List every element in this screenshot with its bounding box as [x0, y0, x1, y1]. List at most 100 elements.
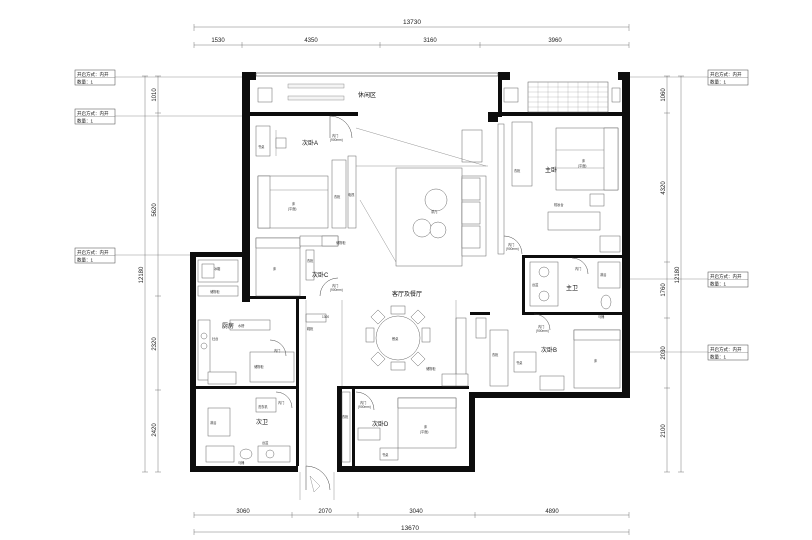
callout-left-2: 开启方式：内开 数量：1	[74, 108, 248, 125]
toilet-master: 马桶	[598, 314, 604, 319]
top-dim-2: 4350	[304, 38, 318, 44]
top-dimension-chain: 13730 1530 4350 3160 3960	[193, 19, 630, 48]
top-dim-4: 3960	[548, 38, 562, 44]
room-label-master-bath: 主卫	[566, 284, 578, 292]
left-total-dim: 12180	[139, 266, 145, 283]
room-label-bedroom-b: 次卧B	[541, 346, 557, 354]
svg-text:内门: 内门	[575, 266, 581, 271]
shoe-cabinet: 鞋柜	[307, 326, 314, 331]
kitchen: 冰箱 储物柜 灶台 水槽 储物柜 厨房 内门	[197, 259, 295, 385]
coffee-table: 茶几	[431, 209, 438, 214]
top-total-dim: 13730	[403, 19, 421, 26]
living-dining: 电视 茶几 餐桌 客厅及餐厅 鞋柜 1300 储物柜	[305, 129, 488, 387]
balcony-area: 休闲区	[257, 81, 621, 113]
callout-right-3: 开启方式：内开 数量：1	[628, 344, 749, 361]
right-dimension-chain: 1060 4320 1760 2030 2100 12180	[661, 75, 684, 473]
room-label-kitchen: 厨房	[222, 322, 234, 330]
room-label-balcony: 休闲区	[358, 91, 376, 99]
top-dim-3: 3160	[423, 38, 437, 44]
bed-c: 床	[273, 266, 277, 271]
callout-right-2: 开启方式：内开 数量：1	[628, 271, 749, 288]
right-total-dim: 12180	[675, 266, 681, 283]
basin-master: 台盆	[532, 282, 539, 287]
room-label-second-bath: 次卫	[256, 418, 268, 426]
bedroom-b: 床 书桌 衣柜 次卧B 内门 (900mm)	[475, 313, 621, 391]
toilet-second: 马桶	[238, 460, 244, 465]
svg-text:储物柜: 储物柜	[426, 366, 436, 371]
bedroom-a: 床 (平面) 书桌 衣柜 内门 (900mm) 次卧A	[255, 115, 353, 229]
entrance	[299, 465, 335, 500]
door-c: 内门	[332, 283, 338, 288]
svg-text:(平面): (平面)	[288, 207, 297, 211]
bottom-dim-1: 3060	[236, 509, 250, 515]
bed-d: 床	[424, 424, 428, 429]
walls	[190, 72, 630, 472]
bottom-dimension-chain: 3060 2070 3040 4890 13670	[193, 509, 630, 535]
svg-text:开启方式：内开: 开启方式：内开	[710, 71, 742, 78]
right-dim-1: 1060	[661, 88, 667, 102]
left-dim-2: 5620	[152, 203, 158, 217]
stove: 灶台	[212, 336, 218, 341]
right-dim-5: 2100	[661, 424, 667, 438]
left-dim-1: 1010	[152, 88, 158, 102]
right-dim-3: 1760	[661, 283, 667, 297]
svg-text:开启方式：内开: 开启方式：内开	[710, 346, 742, 353]
sink: 水槽	[238, 323, 245, 328]
right-dim-4: 2030	[661, 346, 667, 360]
callout-right-1: 开启方式：内开 数量：1	[628, 69, 749, 86]
bottom-dim-3: 3040	[409, 509, 423, 515]
bed-a: 床	[292, 201, 296, 206]
left-dim-4: 2420	[152, 423, 158, 437]
svg-text:开启方式：内开: 开启方式：内开	[77, 71, 109, 78]
dim-1300: 1300	[322, 315, 329, 319]
svg-text:储物柜: 储物柜	[254, 364, 264, 369]
svg-text:数量：1: 数量：1	[77, 257, 93, 264]
shower-master: 淋浴	[600, 272, 607, 277]
bottom-dim-2: 2070	[318, 509, 332, 515]
door-second-bath: 内门	[278, 400, 284, 405]
left-dimension-chain: 1010 5620 2320 2420 12180	[139, 75, 161, 473]
corridor-lines	[305, 127, 487, 466]
svg-text:(平面): (平面)	[420, 430, 429, 434]
dining-table: 餐桌	[392, 336, 399, 341]
svg-text:开启方式：内开: 开启方式：内开	[77, 249, 109, 256]
wardrobe-master: 衣柜	[514, 168, 521, 173]
desk-b: 书桌	[516, 360, 523, 365]
svg-text:开启方式：内开: 开启方式：内开	[77, 110, 109, 117]
room-label-bedroom-a: 次卧A	[302, 139, 318, 147]
room-label-bedroom-c: 次卧C	[312, 271, 329, 279]
door-b: 内门	[538, 324, 544, 329]
wardrobe-a: 衣柜	[334, 194, 341, 199]
basin-second: 台盆	[262, 440, 269, 445]
svg-text:数量：1: 数量：1	[77, 79, 93, 86]
bottom-total-dim: 13670	[401, 525, 419, 532]
door-master: 内门	[508, 242, 514, 247]
right-dim-2: 4320	[661, 181, 667, 195]
bed-master: 床	[582, 158, 586, 163]
master-bath: 台盆 淋浴 马桶 主卫 内门	[529, 257, 621, 319]
svg-text:开启方式：内开: 开启方式：内开	[710, 273, 742, 280]
svg-text:储物柜: 储物柜	[210, 289, 220, 294]
top-dim-1: 1530	[211, 38, 225, 44]
callout-left-1: 开启方式：内开 数量：1	[74, 69, 248, 86]
door-d: 内门	[360, 400, 366, 405]
svg-text:数量：1: 数量：1	[710, 281, 726, 288]
bed-b: 床	[594, 358, 598, 363]
svg-text:数量：1: 数量：1	[77, 118, 93, 125]
second-bath: 淋浴 台盆 马桶 洗衣机 次卫 内门	[205, 391, 293, 465]
door-a: 内门	[332, 133, 338, 138]
svg-text:数量：1: 数量：1	[710, 79, 726, 86]
fridge: 冰箱	[214, 266, 221, 271]
svg-text:(平面): (平面)	[578, 164, 587, 168]
desk-d: 书桌	[382, 452, 389, 457]
wardrobe-c: 衣柜	[307, 258, 314, 263]
master-bedroom: 床 (平面) 衣柜 梳妆台 主卧 内门 (900mm)	[497, 121, 621, 255]
desk-a: 书桌	[258, 144, 265, 149]
left-dim-3: 2320	[152, 337, 158, 351]
callout-left-3: 开启方式：内开 数量：1	[74, 247, 198, 264]
bedroom-c: 床 衣柜 内门 (900mm) 次卧C 储物柜	[255, 235, 346, 297]
svg-text:储物柜: 储物柜	[336, 240, 346, 245]
tv-unit: 电视	[348, 192, 355, 197]
washer: 洗衣机	[258, 404, 268, 409]
